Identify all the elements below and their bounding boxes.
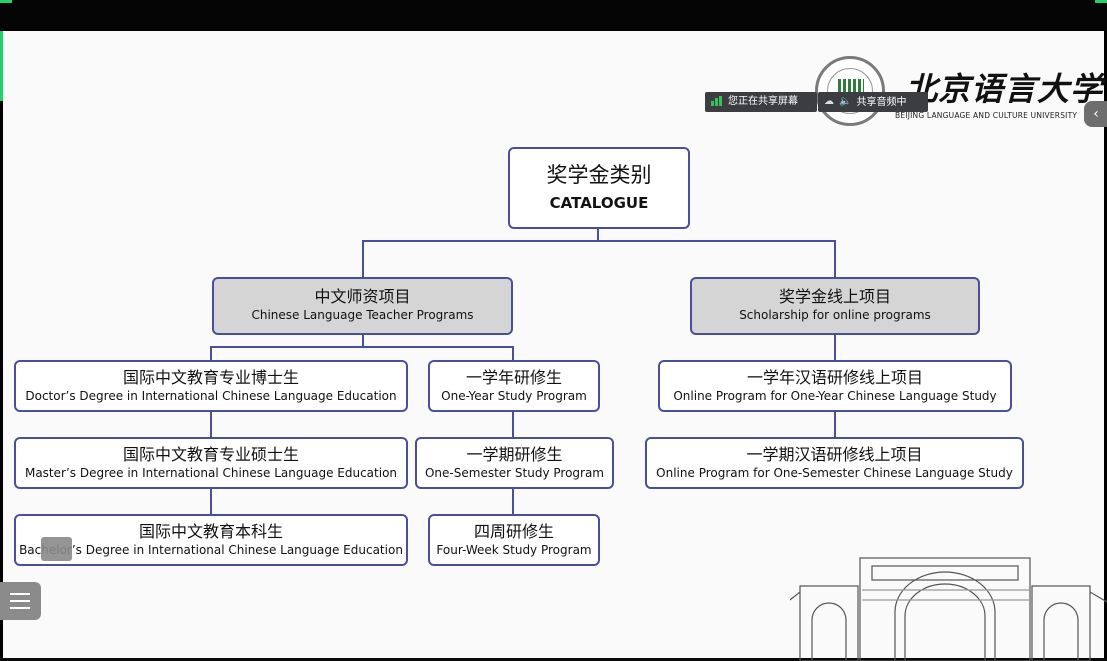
- connector-line: [362, 240, 364, 278]
- program-name-en: Online Program for One-Semester Chinese …: [656, 466, 1013, 480]
- top-black-bar: [0, 0, 1107, 31]
- screen-sharing-indicator[interactable]: 您正在共享屏幕: [705, 92, 817, 112]
- university-name-cn: 北京语言大学: [905, 70, 1104, 108]
- connector-line: [210, 346, 514, 348]
- connector-line: [834, 411, 836, 437]
- list-icon[interactable]: [0, 582, 41, 620]
- master-degree-box: 国际中文教育专业硕士生 Master’s Degree in Internati…: [14, 437, 408, 489]
- program-name-cn: 四周研修生: [473, 522, 554, 541]
- program-name-cn: 一学期研修生: [466, 445, 563, 464]
- group-title-en: Scholarship for online programs: [739, 308, 931, 322]
- corner-indicator: [1095, 0, 1107, 3]
- online-one-semester-box: 一学期汉语研修线上项目 Online Program for One-Semes…: [645, 437, 1024, 489]
- connector-line: [597, 228, 599, 241]
- connector-line: [362, 240, 836, 242]
- audio-sharing-indicator[interactable]: ☁ 🔈 共享音频中: [818, 92, 928, 112]
- group-title-cn: 奖学金线上项目: [778, 287, 891, 306]
- connector-line: [210, 346, 212, 360]
- audio-sharing-label: 共享音频中: [856, 97, 907, 108]
- presentation-mini-button[interactable]: [41, 537, 72, 561]
- university-gate-illustration: [790, 557, 1107, 661]
- one-semester-study-box: 一学期研修生 One-Semester Study Program: [415, 437, 614, 489]
- connector-line: [362, 334, 364, 347]
- program-name-cn: 一学年汉语研修线上项目: [746, 368, 923, 387]
- program-name-cn: 国际中文教育本科生: [138, 522, 283, 541]
- chevron-left-icon[interactable]: ‹: [1084, 101, 1107, 127]
- online-programs-box: 奖学金线上项目 Scholarship for online programs: [690, 277, 980, 335]
- bachelor-degree-box: 国际中文教育本科生 Bachelor’s Degree in Internati…: [14, 514, 408, 566]
- program-name-en: Bachelor’s Degree in International Chine…: [19, 543, 403, 557]
- connector-line: [210, 411, 212, 437]
- teacher-programs-box: 中文师资项目 Chinese Language Teacher Programs: [212, 277, 513, 335]
- program-name-cn: 国际中文教育专业硕士生: [122, 445, 299, 464]
- program-name-en: One-Year Study Program: [441, 389, 587, 403]
- program-name-en: One-Semester Study Program: [424, 466, 604, 480]
- program-name-cn: 一学期汉语研修线上项目: [746, 445, 923, 464]
- connector-line: [834, 334, 836, 360]
- corner-indicator: [0, 0, 12, 3]
- speaker-icon: 🔈: [839, 96, 852, 107]
- connector-line: [512, 346, 514, 360]
- program-name-en: Four-Week Study Program: [436, 543, 592, 557]
- group-title-en: Chinese Language Teacher Programs: [251, 308, 474, 322]
- one-year-study-box: 一学年研修生 One-Year Study Program: [428, 360, 600, 412]
- program-name-en: Master’s Degree in International Chinese…: [24, 466, 398, 480]
- edge-indicator: [0, 31, 3, 101]
- bottom-black-bar: [0, 658, 1107, 661]
- signal-icon: [711, 96, 723, 106]
- connector-line: [512, 488, 514, 514]
- screen-sharing-label: 您正在共享屏幕: [728, 96, 798, 107]
- connector-line: [210, 488, 212, 514]
- group-title-cn: 中文师资项目: [314, 287, 411, 306]
- program-name-en: Doctor’s Degree in International Chinese…: [25, 389, 397, 403]
- connector-line: [834, 240, 836, 278]
- connector-line: [512, 411, 514, 437]
- four-week-study-box: 四周研修生 Four-Week Study Program: [428, 514, 600, 566]
- university-seal-logo: [815, 56, 885, 126]
- cloud-icon: ☁: [824, 96, 834, 107]
- catalogue-root-box: 奖学金类别 CATALOGUE: [508, 147, 690, 229]
- root-title-en: CATALOGUE: [549, 194, 649, 212]
- root-title-cn: 奖学金类别: [546, 163, 652, 187]
- program-name-cn: 一学年研修生: [465, 368, 562, 387]
- online-one-year-box: 一学年汉语研修线上项目 Online Program for One-Year …: [658, 360, 1012, 412]
- program-name-en: Online Program for One-Year Chinese Lang…: [673, 389, 997, 403]
- program-name-cn: 国际中文教育专业博士生: [122, 368, 299, 387]
- university-name-en: BEIJING LANGUAGE AND CULTURE UNIVERSITY: [895, 111, 1078, 120]
- doctor-degree-box: 国际中文教育专业博士生 Doctor’s Degree in Internati…: [14, 360, 408, 412]
